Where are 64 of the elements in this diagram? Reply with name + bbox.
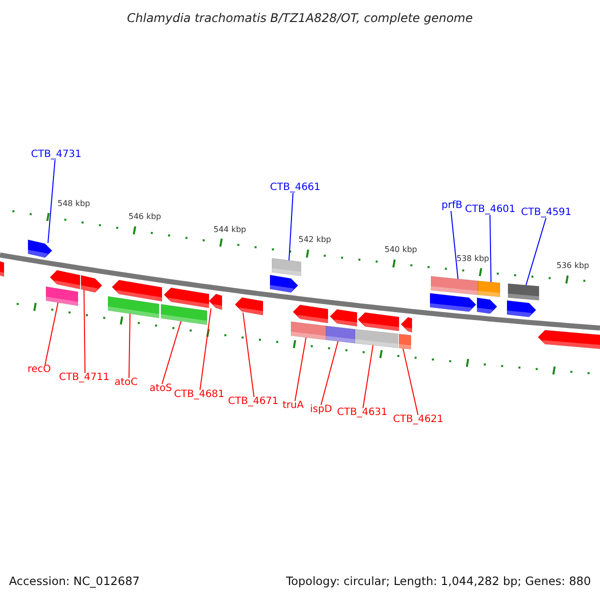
gene-feature — [112, 280, 162, 302]
gene-bar — [272, 258, 302, 276]
leader-line — [44, 302, 58, 366]
scale-label: 542 kbp — [298, 236, 332, 244]
gene-label: CTB_4591 — [521, 208, 572, 218]
scale-label: 544 kbp — [214, 226, 246, 234]
gene-bar — [160, 304, 208, 325]
gene-feature — [476, 298, 498, 314]
leader-line — [288, 192, 294, 261]
gene-feature — [538, 330, 600, 350]
gene-label: truA — [282, 401, 304, 411]
gene-feature — [400, 316, 412, 333]
gene-label: CTB_4621 — [393, 415, 444, 425]
leader-line — [242, 312, 254, 398]
gene-label: CTB_4711 — [59, 373, 110, 383]
gene-feature — [506, 300, 536, 318]
gene-bar — [290, 321, 326, 340]
leader-line — [362, 344, 374, 408]
scale-label: 536 kbp — [556, 262, 590, 270]
gene-label: CTB_4601 — [465, 205, 516, 215]
gene-feature — [80, 275, 102, 293]
gene-feature — [234, 297, 264, 316]
gene-bar — [478, 280, 500, 298]
gene-label: atoS — [150, 384, 172, 394]
leader-line — [84, 289, 86, 374]
gene-bar — [46, 286, 78, 306]
gene-label: CTB_4731 — [31, 150, 82, 160]
gene-feature — [208, 294, 222, 310]
leader-line — [48, 160, 56, 244]
gene-feature — [28, 239, 52, 258]
leader-line — [162, 320, 182, 384]
gene-label: CTB_4671 — [228, 397, 278, 407]
footer-text: Topology: circular; Length: 1,044,282 bp; Genes: 880 — [286, 576, 591, 588]
gene-bar — [430, 276, 478, 296]
gene-feature — [0, 260, 4, 277]
leader-line — [490, 214, 492, 283]
diagram-title: Chlamydia trachomatis B/TZ1A828/OT, complete genome — [127, 12, 473, 24]
scale-label: 546 kbp — [128, 213, 162, 222]
gene-feature — [330, 309, 358, 327]
footer-text: Accession: NC_012687 — [9, 576, 140, 588]
gene-label: CTB_4661 — [270, 183, 320, 193]
scale-label: 540 kbp — [384, 246, 418, 254]
gene-bar — [108, 296, 160, 318]
gene-bar — [398, 334, 412, 350]
leader-line — [294, 336, 306, 402]
scale-label: 548 kbp — [58, 200, 90, 208]
leader-line — [200, 308, 212, 390]
gene-bar — [354, 328, 398, 348]
gene-label: CTB_4631 — [337, 408, 388, 418]
scale-label: 538 kbp — [456, 254, 490, 263]
gene-label: recO — [28, 365, 51, 375]
gene-feature — [270, 274, 298, 293]
leader-line — [128, 313, 130, 378]
gene-label: ispD — [310, 405, 332, 415]
gene-feature — [292, 304, 328, 324]
gene-label: prfB — [442, 201, 462, 211]
leader-line — [320, 340, 338, 406]
gene-bar — [508, 283, 540, 300]
leader-line — [402, 348, 418, 416]
gene-feature — [50, 270, 80, 290]
gene-bar — [326, 326, 356, 344]
gene-label: atoC — [114, 378, 138, 388]
gene-label: CTB_4681 — [174, 390, 224, 400]
leader-line — [450, 210, 458, 280]
